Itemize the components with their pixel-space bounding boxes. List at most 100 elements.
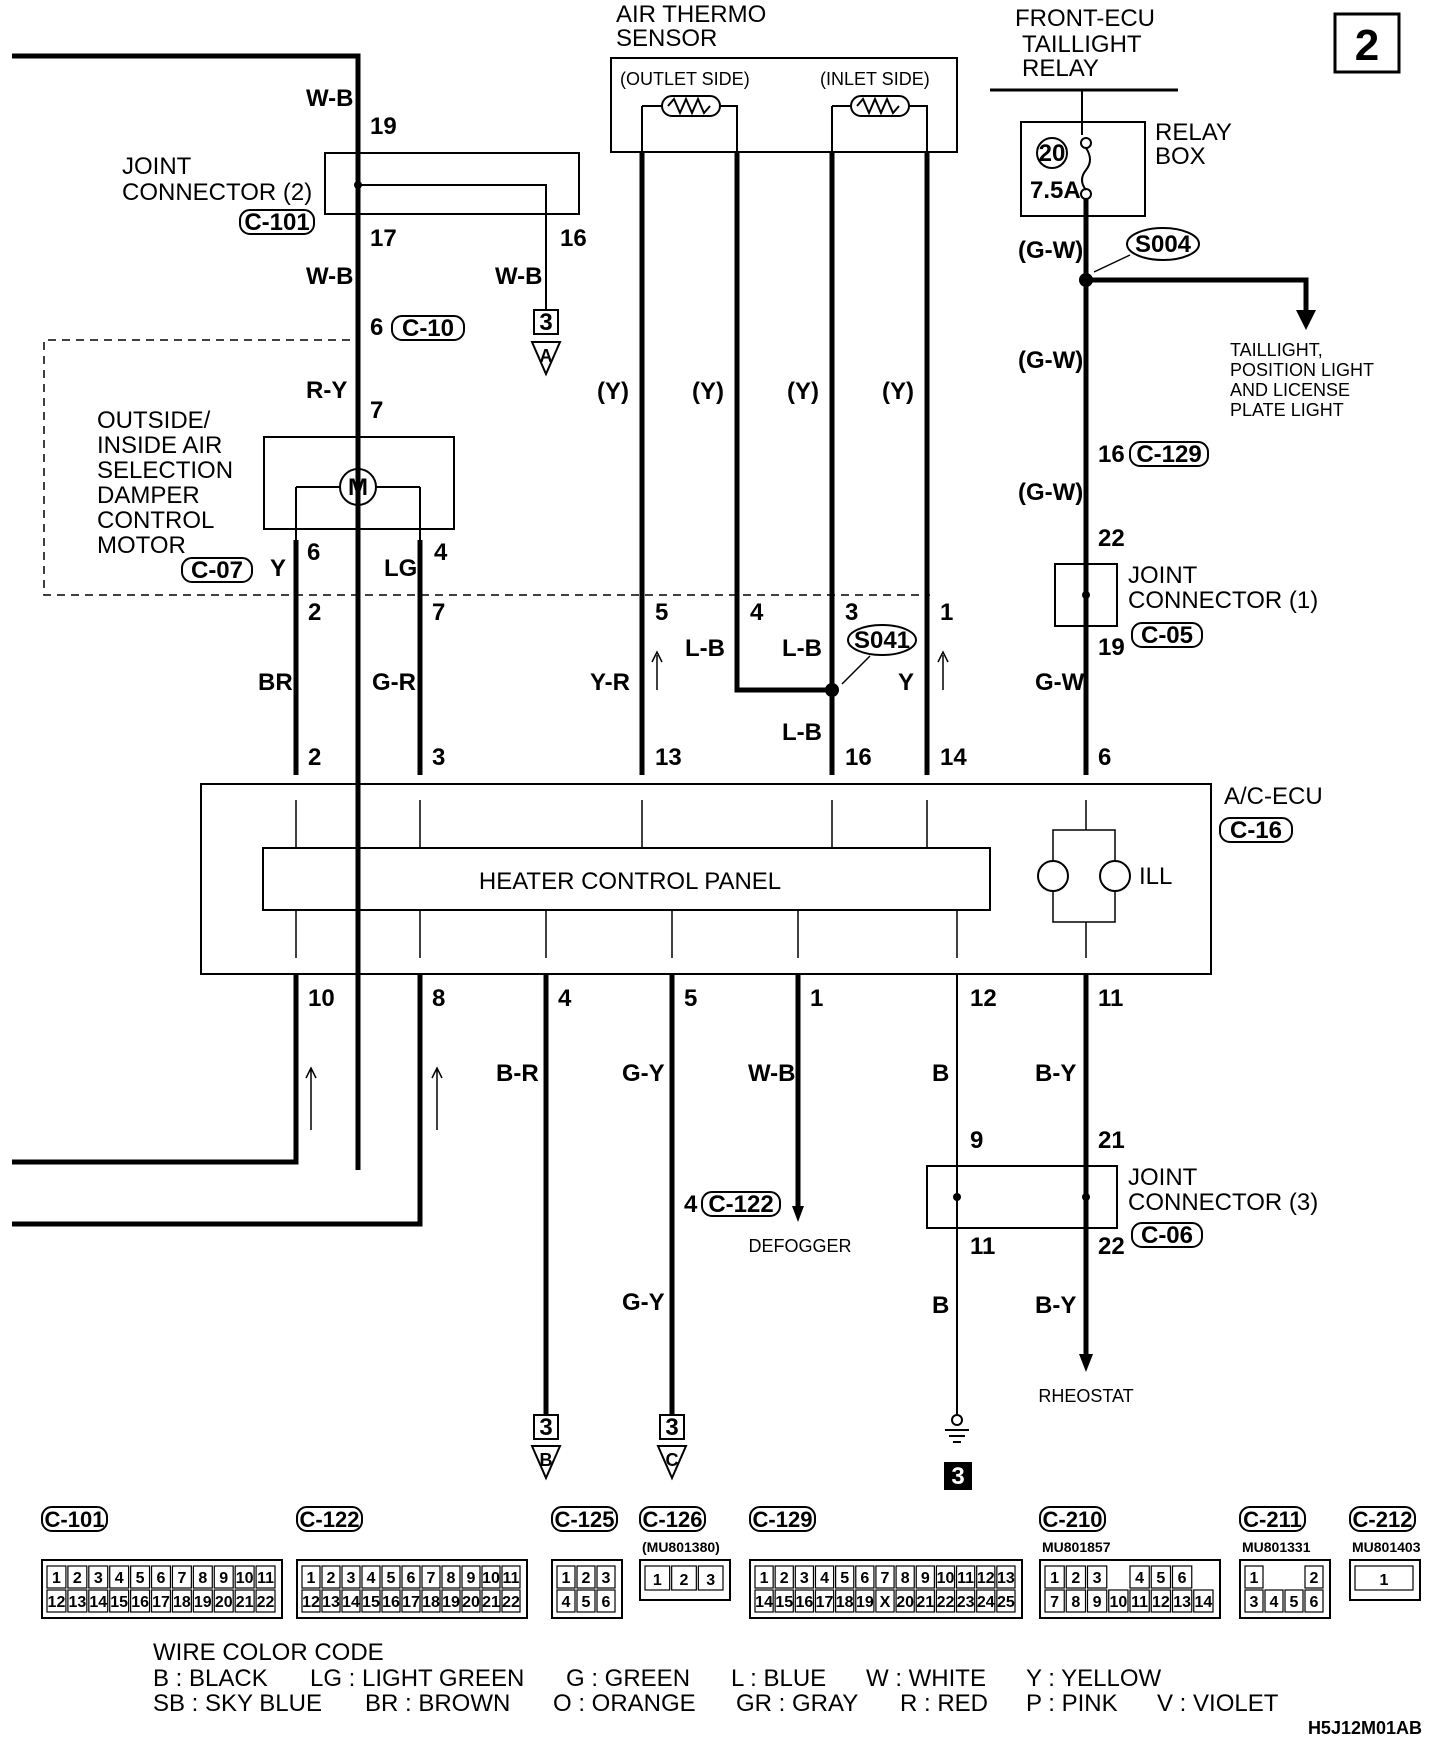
c-210-cavity [1150, 1589, 1172, 1613]
wire-label-y4: (Y) [882, 378, 914, 405]
wire-label-gy-1: G-Y [622, 1060, 665, 1087]
c-125-view-housing [551, 1559, 623, 1619]
c-129-view-housing [749, 1559, 1023, 1619]
ground-icon [945, 1429, 969, 1443]
wire-label-y2: (Y) [692, 378, 724, 405]
legend-title: WIRE COLOR CODE [153, 1639, 384, 1666]
c-122-cavity [301, 1589, 321, 1613]
c-122-pin-label: 8 [447, 1570, 456, 1587]
c-211-pin-label: 2 [1310, 1570, 1319, 1587]
c-122-cavity [461, 1589, 481, 1613]
c-212-part-number: MU801403 [1352, 1539, 1421, 1555]
ref-a-letter: A [540, 346, 553, 366]
s041-pointer [841, 655, 871, 685]
c-129-cavity [875, 1565, 895, 1589]
c-129-cavity [955, 1589, 976, 1613]
c-125-view-code: C-125 [555, 1507, 615, 1532]
c-122-cavity [381, 1589, 401, 1613]
joint-2-title1: JOINT [122, 153, 192, 180]
c-122-pin-label: 13 [322, 1594, 340, 1611]
c-101-pin-label: 3 [94, 1570, 103, 1587]
c-129-cavity [794, 1589, 815, 1613]
wb-main-wire [12, 53, 361, 1170]
pin-4-c122: 4 [684, 1191, 698, 1218]
c-122-cavity [301, 1565, 321, 1589]
heater-control-panel: HEATER CONTROL PANEL [479, 868, 781, 895]
outlet-side: (OUTLET SIDE) [620, 69, 750, 89]
c-101-cavity [192, 1589, 213, 1613]
heater-control-panel-box [262, 847, 991, 911]
ref-b-letter: B [540, 1450, 553, 1470]
pin-19: 19 [370, 113, 397, 140]
signal-arrow-8 [431, 1066, 443, 1130]
wire-label-lb-3: L-B [782, 719, 822, 746]
ill-bulb-right [1099, 860, 1131, 892]
c-122-cavity [361, 1589, 381, 1613]
c-211-pin-label: 5 [1290, 1594, 1299, 1611]
pin-17: 17 [370, 225, 397, 252]
pin-3-sensor: 3 [845, 599, 858, 626]
c-129-pin-label: 19 [856, 1594, 874, 1611]
rheostat-label: RHEOSTAT [1038, 1386, 1133, 1406]
c-101-cavity [67, 1565, 88, 1589]
c-129-pin-label: 8 [901, 1570, 910, 1587]
c-211-pin-label: 4 [1270, 1594, 1279, 1611]
c-212-view-code: C-212 [1353, 1507, 1413, 1532]
wire-label-by-2: B-Y [1035, 1292, 1076, 1319]
fuse-element [1081, 147, 1091, 191]
ground-terminal [951, 1414, 963, 1426]
c-210-pin-label: 2 [1071, 1570, 1080, 1587]
c-211-pin-label: 3 [1250, 1594, 1259, 1611]
c-210-cavity [1129, 1589, 1150, 1613]
c10-code: C-10 [402, 315, 454, 342]
relay-box-title2: BOX [1155, 143, 1206, 170]
c-122-pin-label: 10 [482, 1570, 500, 1587]
pin-11-j3: 11 [970, 1233, 995, 1260]
joint-2-title2: CONNECTOR (2) [122, 179, 312, 206]
c-125-pin-label: 5 [582, 1594, 591, 1611]
c-129-cavity [895, 1565, 915, 1589]
pin-10-ecu: 10 [308, 985, 335, 1012]
taillight-l3: AND LICENSE [1230, 380, 1350, 400]
c-129-cavity [996, 1589, 1016, 1613]
wire-label-gy-2: G-Y [622, 1289, 665, 1316]
c129-code: C-129 [1136, 441, 1201, 468]
c-122-cavity [441, 1589, 461, 1613]
c-212-view-badge [1349, 1506, 1416, 1532]
wire-label-gw: G-W [1035, 669, 1085, 696]
s041-splice-dot [825, 683, 839, 697]
pin-8-ecu: 8 [432, 985, 445, 1012]
c-122-cavity [341, 1565, 361, 1589]
c-129-pin-label: 6 [860, 1570, 869, 1587]
c-129-cavity [996, 1565, 1016, 1589]
c-129-cavity [855, 1589, 875, 1613]
c-210-cavity [1193, 1589, 1214, 1613]
front-ecu-title3: RELAY [1022, 55, 1099, 82]
c-129-pin-label: 2 [780, 1570, 789, 1587]
c-101-cavity [130, 1565, 151, 1589]
joint-3-title1: JOINT [1128, 1164, 1198, 1191]
c129-badge [1129, 441, 1209, 467]
page-number: 2 [1355, 21, 1379, 70]
wire-label-gw-paren-1: (G-W) [1018, 237, 1083, 264]
c-101-cavity [255, 1565, 276, 1589]
wire-pin8 [12, 974, 423, 1227]
c-122-pin-label: 14 [342, 1594, 360, 1611]
c-129-pin-label: 25 [997, 1594, 1015, 1611]
c-210-cavity [1044, 1589, 1065, 1613]
c-129-pin-label: 21 [916, 1594, 934, 1611]
c-101-cavity [130, 1589, 151, 1613]
legend-g: G : GREEN [566, 1665, 690, 1692]
c-101-cavity [46, 1565, 67, 1589]
c-122-pin-label: 18 [422, 1594, 440, 1611]
c-212-cavity [1354, 1565, 1414, 1591]
c-101-pin-label: 22 [257, 1594, 275, 1611]
c-101-pin-label: 6 [157, 1570, 166, 1587]
wire-label-by-1: B-Y [1035, 1060, 1076, 1087]
pin-19-j1: 19 [1098, 634, 1125, 661]
c-101-pin-label: 14 [89, 1594, 107, 1611]
ill-bulb-left [1037, 860, 1069, 892]
c-122-pin-label: 17 [402, 1594, 420, 1611]
c-129-pin-label: 16 [795, 1594, 813, 1611]
